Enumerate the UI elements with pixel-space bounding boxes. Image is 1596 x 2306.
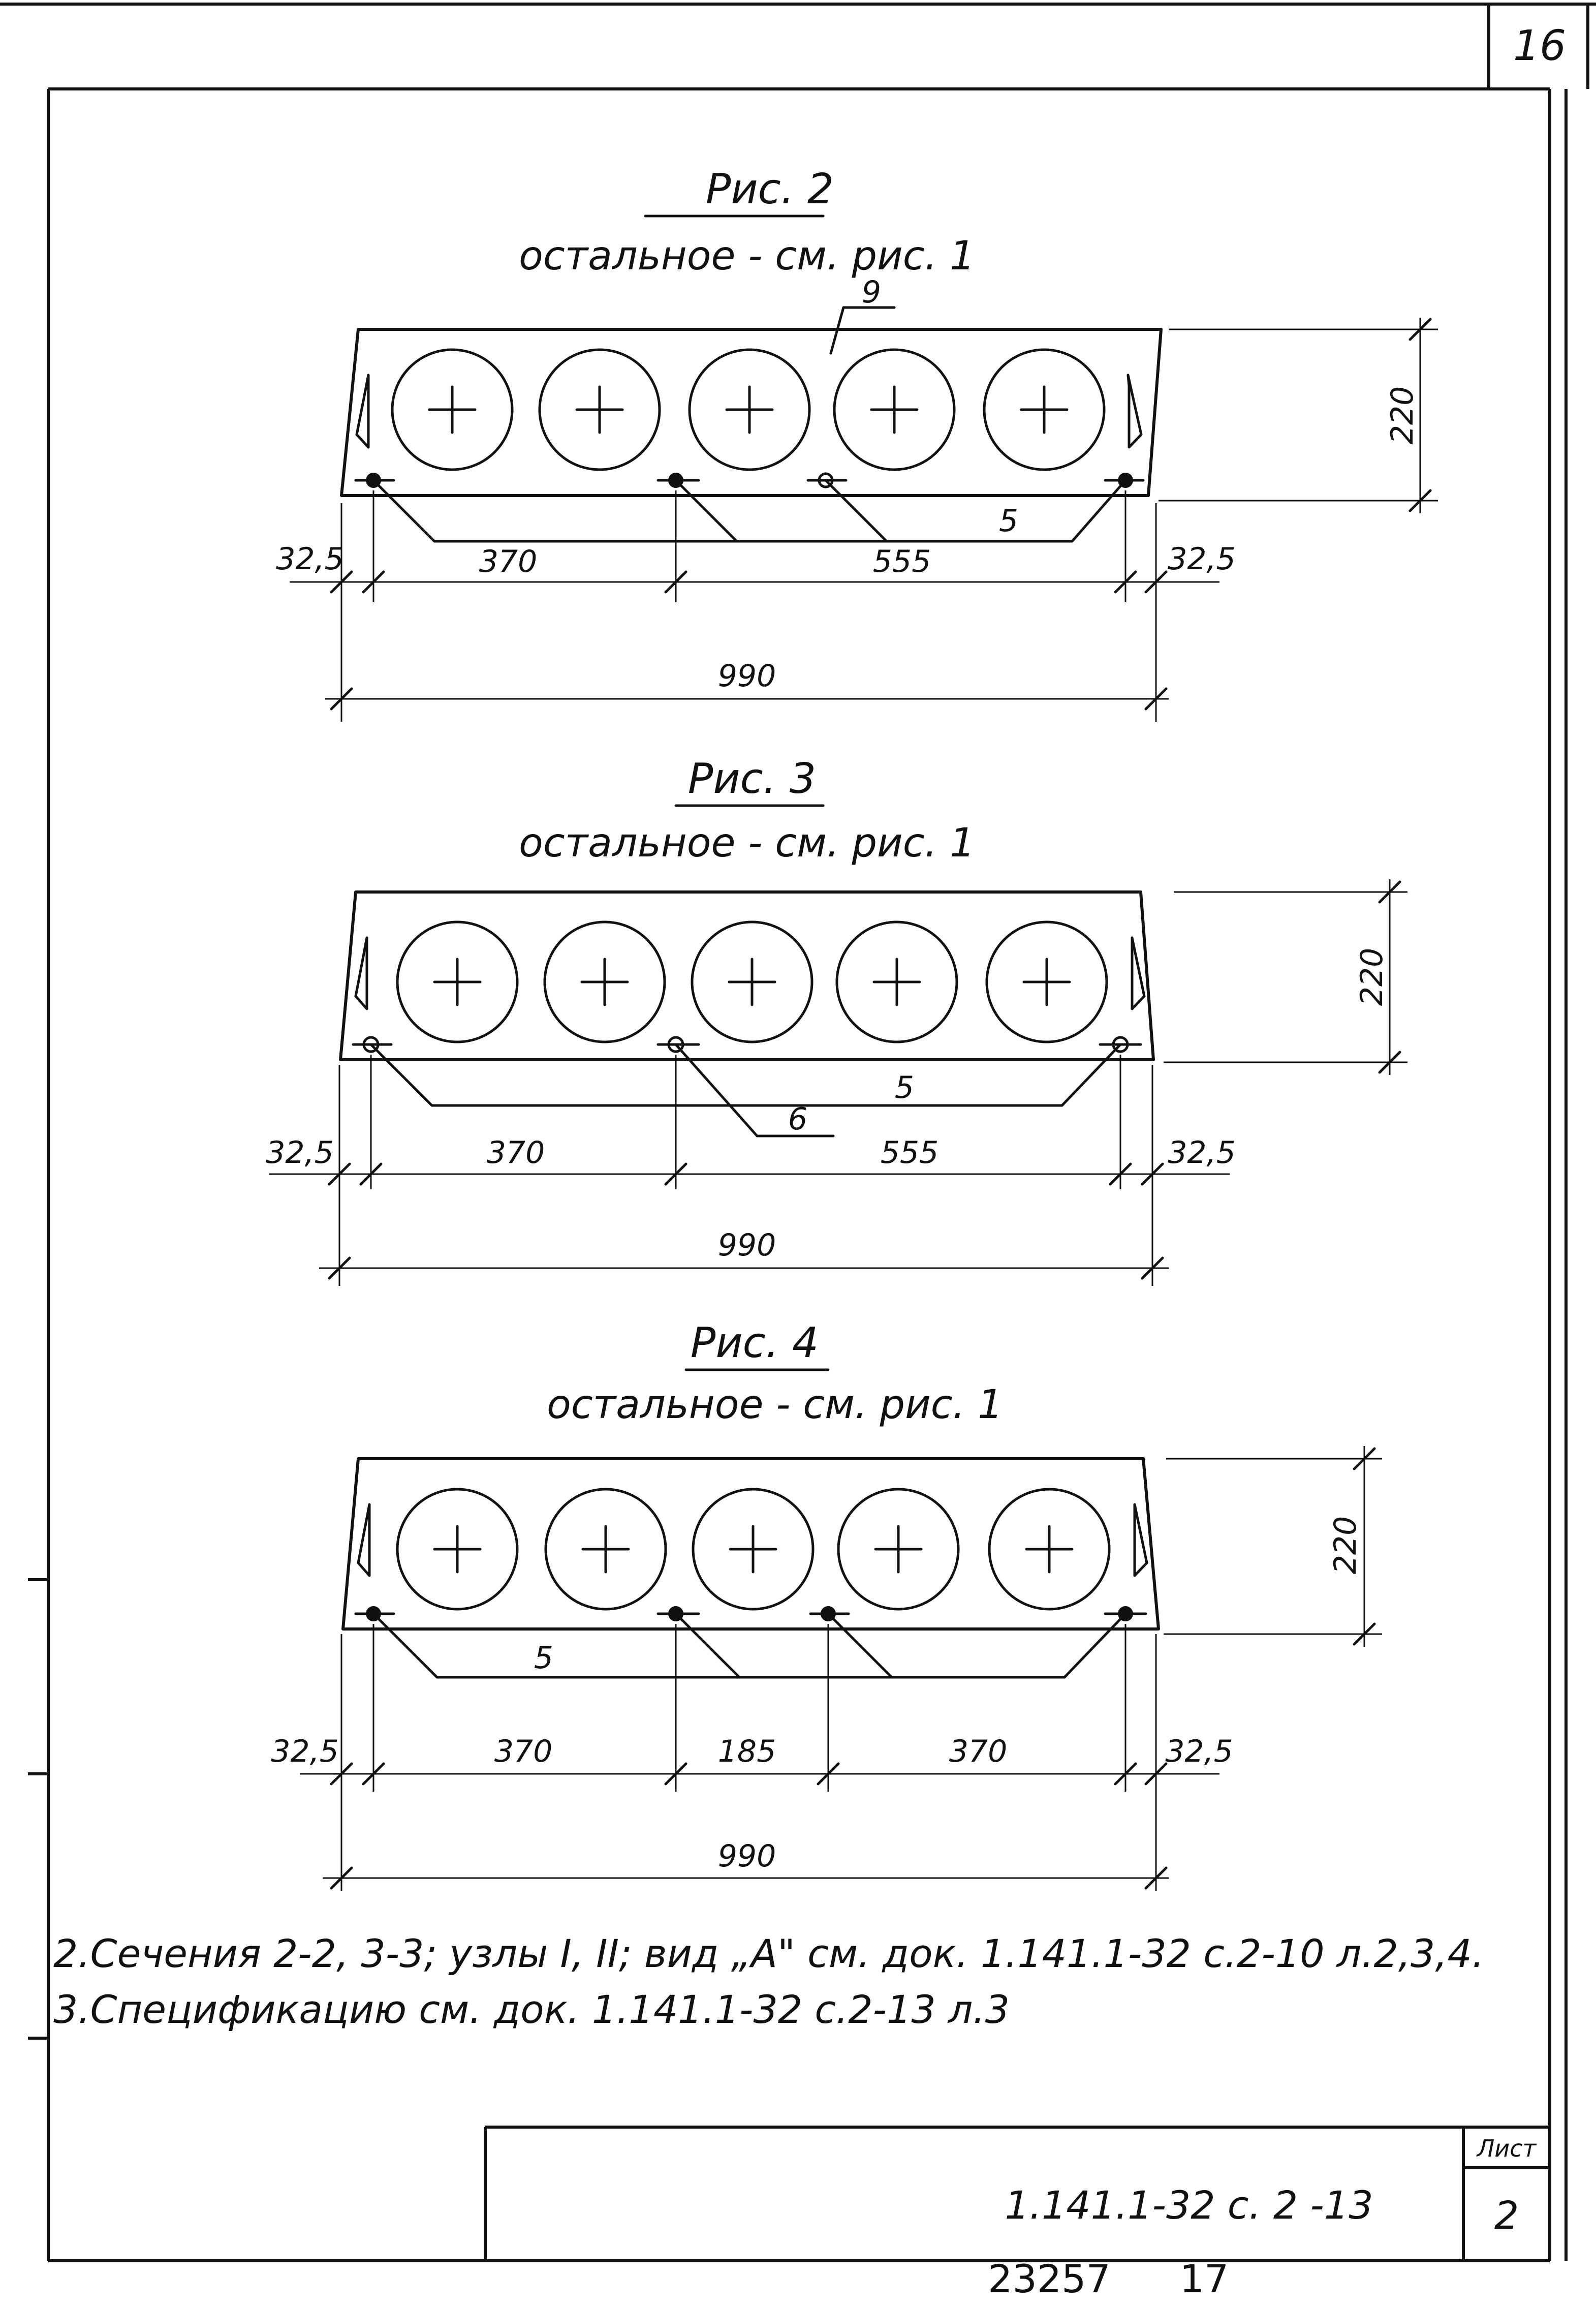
callout-bars: 5 bbox=[999, 503, 1018, 539]
notes: 2.Сечения 2-2, 3-3; узлы I, II; вид „А" … bbox=[53, 1931, 1484, 2032]
slab-voids bbox=[396, 920, 1108, 1043]
dim-right-edge: 32,5 bbox=[1168, 541, 1236, 577]
dim-span-a: 370 bbox=[479, 544, 538, 579]
figure-2: Рис. 2 остальное - см. рис. 1 bbox=[276, 165, 1438, 722]
figure-title: Рис. 2 bbox=[706, 165, 834, 213]
slab-section bbox=[340, 328, 1163, 497]
bottom-number-right: 17 bbox=[1180, 2256, 1229, 2301]
dim-span-b: 555 bbox=[881, 1135, 939, 1171]
sheet-frame bbox=[0, 3, 1596, 2262]
height-dimension: 220 bbox=[1354, 948, 1390, 1006]
slab-section bbox=[339, 890, 1155, 1061]
figure-title: Рис. 3 bbox=[688, 755, 816, 803]
bottom-number-left: 23257 bbox=[988, 2256, 1111, 2301]
height-dimension: 220 bbox=[1328, 1516, 1363, 1575]
dim-total: 990 bbox=[718, 658, 776, 694]
dim-span-a: 370 bbox=[494, 1734, 553, 1769]
slab-section bbox=[341, 1457, 1160, 1631]
callout-lower: 6 bbox=[788, 1101, 807, 1137]
note-2: 2.Сечения 2-2, 3-3; узлы I, II; вид „А" … bbox=[53, 1931, 1484, 1976]
dim-left-edge: 32,5 bbox=[266, 1135, 334, 1171]
dim-total: 990 bbox=[718, 1838, 776, 1874]
figure-3: Рис. 3 остальное - см. рис. 1 5 6 bbox=[266, 755, 1407, 1286]
dim-span-c: 370 bbox=[949, 1734, 1008, 1769]
dim-left-edge: 32,5 bbox=[271, 1734, 339, 1769]
sheet-label: Лист bbox=[1476, 2135, 1537, 2162]
sheet-corner-number: 16 bbox=[1513, 22, 1566, 70]
dim-right-edge: 32,5 bbox=[1165, 1734, 1233, 1769]
callout-upper: 5 bbox=[895, 1070, 914, 1105]
figure-4: Рис. 4 остальное - см. рис. 1 5 bbox=[271, 1319, 1382, 1891]
dim-span-b: 555 bbox=[873, 544, 931, 579]
slab-voids bbox=[391, 348, 1106, 471]
height-dimension: 220 bbox=[1385, 386, 1420, 445]
figure-subtitle: остальное - см. рис. 1 bbox=[547, 1382, 1003, 1428]
figure-subtitle: остальное - см. рис. 1 bbox=[519, 233, 975, 279]
dim-span-a: 370 bbox=[487, 1135, 545, 1171]
slab-voids bbox=[396, 1488, 1111, 1611]
dim-span-b: 185 bbox=[718, 1734, 776, 1769]
dim-total: 990 bbox=[718, 1227, 776, 1263]
figure-subtitle: остальное - см. рис. 1 bbox=[519, 820, 975, 866]
callout-top: 9 bbox=[862, 274, 881, 310]
dim-right-edge: 32,5 bbox=[1168, 1135, 1236, 1171]
note-3: 3.Спецификацию см. док. 1.141.1-32 с.2-1… bbox=[53, 1987, 1010, 2032]
figure-title: Рис. 4 bbox=[691, 1319, 819, 1367]
dim-left-edge: 32,5 bbox=[276, 541, 344, 577]
sheet-value: 2 bbox=[1494, 2193, 1519, 2238]
callout-bars: 5 bbox=[534, 1640, 553, 1676]
title-block: 1.141.1-32 с. 2 -13 Лист 2 bbox=[484, 2126, 1550, 2261]
document-code: 1.141.1-32 с. 2 -13 bbox=[1005, 2182, 1373, 2228]
